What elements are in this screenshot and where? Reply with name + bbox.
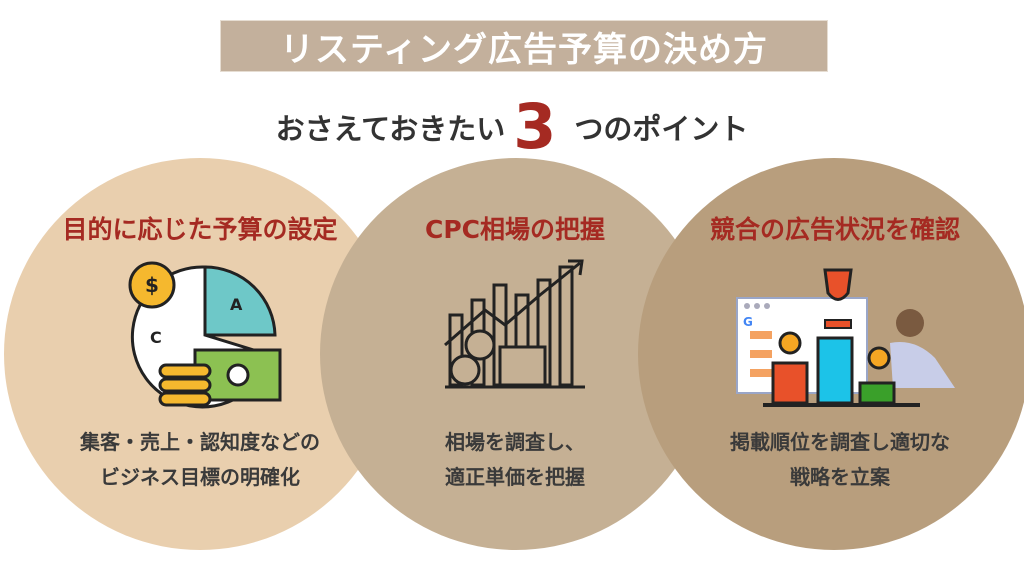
point-1-description: 集客・売上・認知度などの ビジネス目標の明確化	[20, 425, 380, 495]
point-3-description: 掲載順位を調査し適切な 戦略を立案	[660, 425, 1020, 495]
title-banner: リスティング広告予算の決め方	[220, 20, 828, 72]
subtitle-before: おさえておきたい	[275, 112, 506, 146]
point-2-heading: CPC相場の把握	[424, 215, 606, 244]
subtitle-number: 3	[513, 90, 557, 163]
pie-label-c: C	[150, 328, 162, 347]
page-title: リスティング広告予算の決め方	[280, 29, 768, 70]
subtitle: おさえておきたい 3 つのポイント	[0, 92, 1024, 162]
coin-dollar: $	[145, 273, 159, 297]
point-2-description: 相場を調査し、 適正単価を把握	[340, 425, 690, 495]
point-1-line-1: 集客・売上・認知度などの	[80, 430, 320, 454]
point-3-line-2: 戦略を立案	[790, 465, 890, 489]
point-2-line-2: 適正単価を把握	[445, 465, 585, 489]
pie-label-a: A	[230, 295, 243, 314]
point-3-heading: 競合の広告状況を確認	[709, 215, 960, 244]
budget-pie-money-icon: A C $	[128, 261, 282, 409]
competition-podium-icon: G	[736, 268, 955, 407]
point-1-heading: 目的に応じた予算の設定	[62, 215, 338, 244]
point-1-line-2: ビジネス目標の明確化	[100, 465, 300, 489]
svg-text:G: G	[743, 315, 753, 329]
subtitle-after: つのポイント	[574, 112, 749, 146]
point-2-line-1: 相場を調査し、	[445, 430, 585, 454]
growth-chart-coins-icon	[444, 259, 585, 389]
point-3-line-1: 掲載順位を調査し適切な	[730, 430, 950, 454]
